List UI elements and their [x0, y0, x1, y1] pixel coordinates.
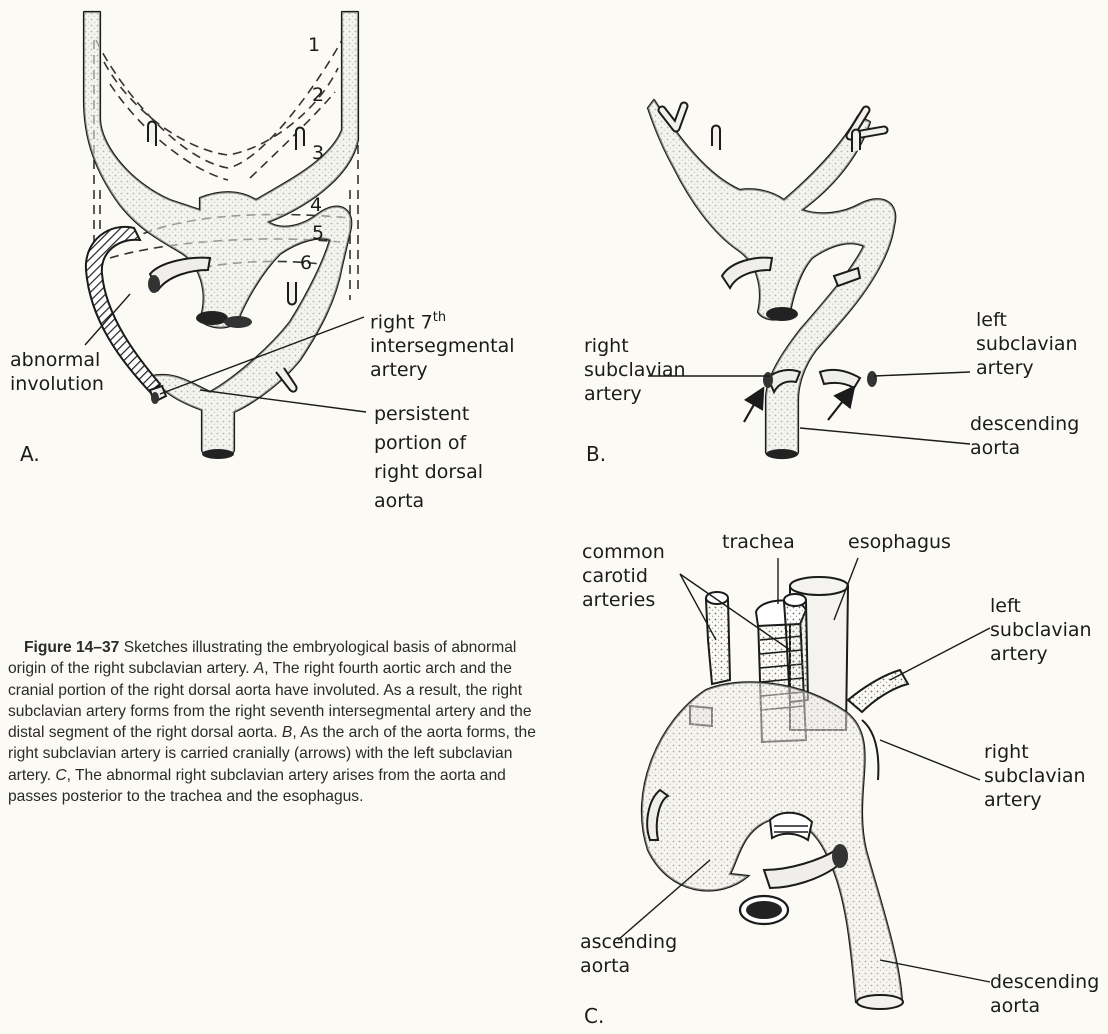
arch-number-6: 6 [300, 252, 312, 274]
arch-number-2: 2 [312, 84, 324, 106]
cranial-arrow-right [744, 394, 760, 422]
caption-text-4: , The abnormal right subclavian artery a… [8, 767, 506, 805]
arch-number-1: 1 [308, 34, 320, 56]
label-ascending-aorta: ascending aorta [580, 930, 677, 978]
caption-ref-b: B [282, 724, 292, 741]
panel-b-leaders [648, 372, 970, 444]
label-b-left-subclavian-artery: left subclavian artery [976, 308, 1078, 380]
label-persistent-right-dorsal-aorta: persistent portion of right dorsal aorta [374, 400, 483, 516]
label-c-right-subclavian-artery: right subclavian artery [984, 740, 1086, 812]
panel-a-letter: A. [20, 442, 40, 466]
arch-number-5: 5 [312, 222, 324, 244]
label-c-descending-aorta: descending aorta [990, 970, 1099, 1018]
panel-c-letter: C. [584, 1004, 604, 1028]
caption-ref-a: A [254, 660, 264, 677]
label-right-7th: right 7 [370, 311, 433, 333]
panel-b-letter: B. [586, 442, 606, 466]
arch-number-4: 4 [310, 194, 322, 216]
label-trachea: trachea [722, 530, 795, 554]
label-th-superscript: th [433, 310, 446, 325]
label-right-7th-intersegmental-artery: right 7th intersegmental artery [370, 306, 515, 382]
cranial-arrow-left [828, 392, 850, 420]
panel-b-drawing [648, 100, 970, 459]
label-b-right-subclavian-artery: right subclavian artery [584, 334, 686, 406]
figure-caption: Figure 14–37 Sketches illustrating the e… [8, 637, 536, 807]
label-intersegmental-artery: intersegmental artery [370, 335, 515, 381]
label-c-left-subclavian-artery: left subclavian artery [990, 594, 1092, 666]
figure-number: Figure 14–37 [24, 639, 119, 656]
label-b-descending-aorta: descending aorta [970, 412, 1079, 460]
label-common-carotid-arteries: common carotid arteries [582, 540, 665, 612]
arch-number-3: 3 [312, 142, 324, 164]
label-esophagus: esophagus [848, 530, 951, 554]
caption-ref-c: C [55, 767, 66, 784]
label-abnormal-involution: abnormal involution [10, 348, 104, 396]
